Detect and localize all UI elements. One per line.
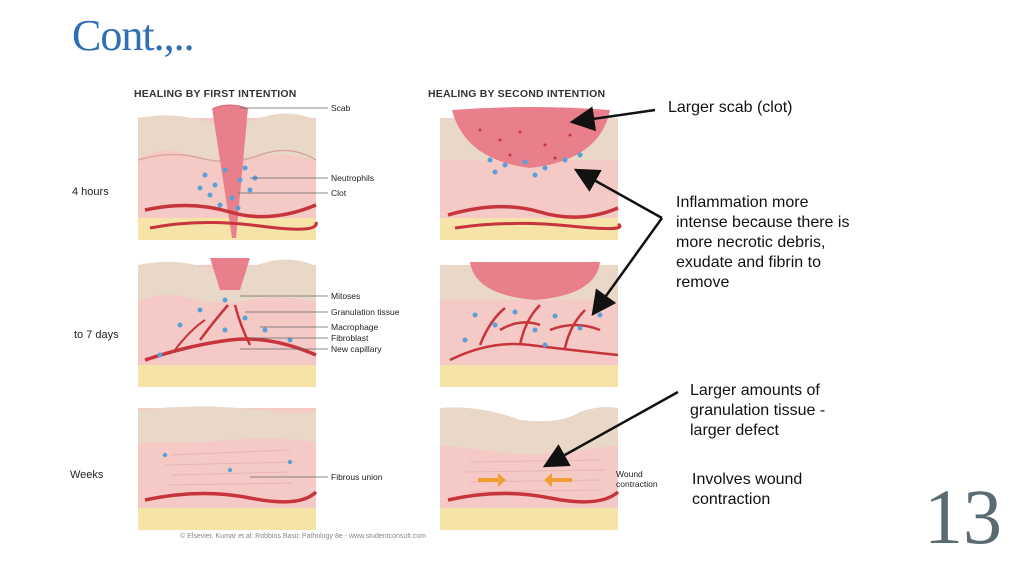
slide-title: Cont.,.. bbox=[72, 11, 195, 60]
label-wound: Wound bbox=[616, 469, 643, 479]
note-inflammation-line-4: exudate and fibrin to bbox=[676, 254, 821, 271]
panel-first-weeks bbox=[138, 406, 318, 530]
label-granulation-tissue: Granulation tissue bbox=[331, 307, 400, 317]
label-contraction: contraction bbox=[616, 479, 658, 489]
panel-second-weeks bbox=[440, 407, 620, 530]
note-contraction-line-2: contraction bbox=[692, 491, 771, 508]
note-granulation: Larger amounts of granulation tissue - l… bbox=[690, 381, 825, 441]
panel-second-4-hours bbox=[440, 107, 622, 240]
note-inflammation-line-3: more necrotic debris, bbox=[676, 234, 826, 251]
note-inflammation-line-5: remove bbox=[676, 274, 730, 291]
note-granulation-line-2: granulation tissue - bbox=[690, 402, 826, 419]
note-inflammation: Inflammation more intense because there … bbox=[676, 193, 849, 293]
label-mitoses: Mitoses bbox=[331, 291, 361, 301]
heading-first-intention: HEALING BY FIRST INTENTION bbox=[134, 88, 297, 100]
label-macrophage: Macrophage bbox=[331, 322, 379, 332]
row-label-7-days: to 7 days bbox=[74, 329, 119, 341]
panel-first-4-hours bbox=[137, 104, 318, 240]
note-larger-scab: Larger scab (clot) bbox=[668, 99, 793, 116]
label-clot: Clot bbox=[331, 188, 347, 198]
note-inflammation-line-1: Inflammation more bbox=[676, 194, 809, 211]
panel-second-7-days bbox=[440, 262, 619, 387]
note-granulation-line-3: larger defect bbox=[690, 422, 779, 439]
label-scab: Scab bbox=[331, 103, 351, 113]
label-new-capillary: New capillary bbox=[331, 344, 382, 354]
label-neutrophils: Neutrophils bbox=[331, 173, 374, 183]
page-number: 13 bbox=[924, 473, 1002, 560]
note-contraction: Involves wound contraction bbox=[692, 470, 802, 510]
heading-second-intention: HEALING BY SECOND INTENTION bbox=[428, 88, 606, 100]
note-granulation-line-1: Larger amounts of bbox=[690, 382, 820, 399]
row-label-weeks: Weeks bbox=[70, 469, 104, 481]
label-fibrous-union: Fibrous union bbox=[331, 472, 383, 482]
note-inflammation-line-2: intense because there is bbox=[676, 214, 850, 231]
panel-first-7-days bbox=[138, 258, 317, 387]
label-fibroblast: Fibroblast bbox=[331, 333, 369, 343]
row-label-4-hours: 4 hours bbox=[72, 186, 109, 198]
note-contraction-line-1: Involves wound bbox=[692, 471, 803, 488]
figure-copyright: © Elsevier. Kumar et al: Robbins Basic P… bbox=[180, 533, 426, 540]
